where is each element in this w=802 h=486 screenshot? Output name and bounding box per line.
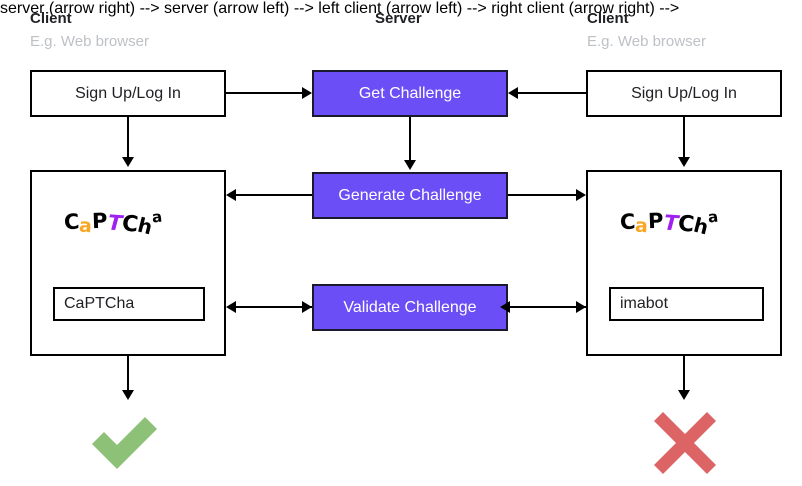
connector-get-challenge-down [409, 117, 411, 161]
right-captcha-input[interactable]: imabot [609, 287, 764, 321]
right-signup-box[interactable]: Sign Up/Log In [586, 70, 782, 117]
connector-right-panel-to-result [683, 356, 685, 392]
connector-left-panel-to-result [127, 356, 129, 392]
captcha-char-2: a [78, 214, 93, 238]
check-mark-icon [88, 412, 162, 479]
arrow-left-icon [226, 189, 236, 201]
connector-generate-to-left-client [234, 194, 312, 196]
arrow-down-icon [122, 157, 134, 167]
right-captcha-panel: CaPTCha imabot [586, 170, 782, 356]
captcha-char-1: C [63, 209, 81, 235]
arrow-down-icon [678, 390, 690, 400]
left-captcha-panel: CaPTCha CaPTCha [30, 170, 226, 356]
server-validate-challenge-box[interactable]: Validate Challenge [312, 284, 508, 331]
arrow-down-icon [122, 390, 134, 400]
arrow-left-icon [500, 301, 510, 313]
connector-left-signup-to-get-challenge [226, 92, 306, 94]
server-validate-challenge-label: Validate Challenge [343, 298, 477, 316]
captcha-char-7: a [707, 207, 720, 227]
connector-left-signup-down [127, 117, 129, 159]
connector-right-signup-to-get-challenge [518, 92, 586, 94]
right-signup-label: Sign Up/Log In [631, 84, 737, 102]
cross-mark-icon [650, 408, 720, 479]
connector-generate-to-right-client [508, 194, 578, 196]
connector-validate-right-client [508, 306, 586, 308]
arrow-right-icon [302, 87, 312, 99]
right-captcha-input-value: imabot [620, 295, 669, 312]
arrow-down-icon [404, 160, 416, 170]
left-captcha-input-value: CaPTCha [64, 295, 135, 312]
connector-right-signup-down [683, 117, 685, 159]
column-title-left-client: Client [30, 10, 72, 27]
arrow-left-icon [508, 87, 518, 99]
arrow-right-icon [576, 301, 586, 313]
captcha-char-2: a [634, 214, 649, 238]
server-get-challenge-label: Get Challenge [358, 84, 462, 102]
column-subtitle-right-client: E.g. Web browser [587, 33, 706, 50]
captcha-char-1: C [619, 209, 637, 235]
server-get-challenge-box[interactable]: Get Challenge [312, 70, 508, 117]
left-captcha-image: CaPTCha [63, 207, 164, 240]
arrow-right-icon [576, 189, 586, 201]
captcha-char-3: P [647, 208, 665, 234]
connector-validate-left-client [234, 306, 312, 308]
captcha-char-7: a [151, 207, 164, 227]
left-signup-box[interactable]: Sign Up/Log In [30, 70, 226, 117]
column-title-right-client: Client [587, 10, 629, 27]
server-generate-challenge-label: Generate Challenge [338, 186, 482, 204]
column-subtitle-left-client: E.g. Web browser [30, 33, 149, 50]
arrow-right-icon [302, 301, 312, 313]
column-title-server: Server [375, 10, 422, 27]
arrow-left-icon [226, 301, 236, 313]
left-captcha-input[interactable]: CaPTCha [53, 287, 205, 321]
server-generate-challenge-box[interactable]: Generate Challenge [312, 172, 508, 219]
right-captcha-image: CaPTCha [619, 207, 720, 240]
left-signup-label: Sign Up/Log In [75, 84, 181, 102]
arrow-down-icon [678, 157, 690, 167]
captcha-char-3: P [91, 208, 109, 234]
